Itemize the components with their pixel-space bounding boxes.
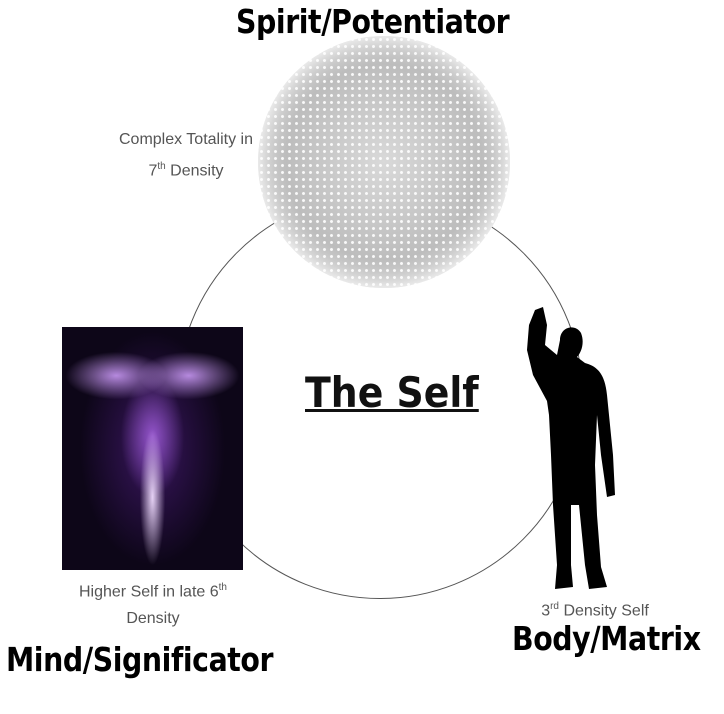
mind-significator-title: Mind/Significator (6, 640, 274, 679)
caption-text: Higher Self in late 6 (79, 583, 219, 601)
caption-number: 7 (148, 162, 158, 180)
body-caption: 3rd Density Self (520, 593, 670, 624)
higher-self-image (62, 327, 243, 570)
spirit-potentiator-title: Spirit/Potentiator (236, 2, 510, 41)
the-self-title: The Self (305, 368, 479, 417)
mind-caption-line2: Density (126, 610, 180, 628)
spirit-caption-line2: 7th Density (95, 153, 277, 184)
caption-text: Density Self (559, 602, 649, 620)
mind-caption-line1: Higher Self in late 6th (22, 574, 284, 605)
human-silhouette-icon (527, 307, 615, 589)
spirit-caption: Complex Totality in 7th Density (95, 126, 277, 184)
caption-sup: rd (550, 601, 559, 612)
spirit-caption-line1: Complex Totality in (119, 131, 253, 148)
caption-sup: th (218, 582, 227, 593)
caption-text: Density (165, 162, 224, 180)
mind-caption: Higher Self in late 6th Density (22, 574, 284, 632)
caption-number: 3 (541, 602, 551, 620)
body-matrix-title: Body/Matrix (512, 619, 701, 658)
spiky-sphere-image (258, 36, 510, 288)
caption-sup: th (157, 161, 166, 172)
